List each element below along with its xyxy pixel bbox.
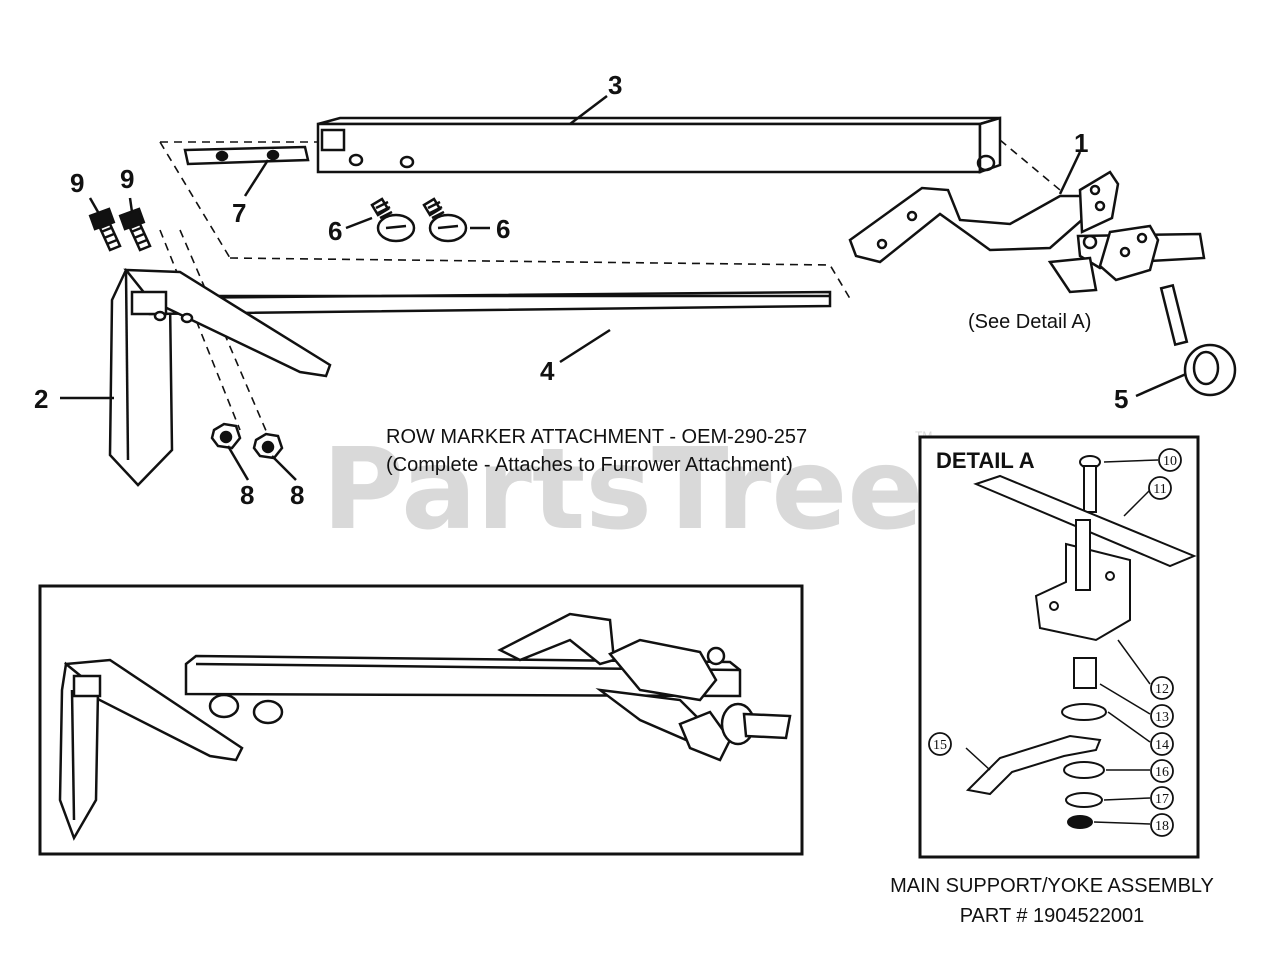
- detail-caption-title: MAIN SUPPORT/YOKE ASSEMBLY: [890, 875, 1214, 897]
- callout-1: 1: [1074, 128, 1088, 158]
- part-5-pin: [1159, 283, 1237, 397]
- diagram-subtitle: (Complete - Attaches to Furrower Attachm…: [386, 454, 793, 476]
- part-7-flat-bar: [183, 145, 310, 166]
- callout-5: 5: [1114, 384, 1128, 414]
- assembled-view: [38, 584, 804, 856]
- detail-callout-14: 14: [1155, 738, 1169, 753]
- part-8-nut-a: [210, 422, 242, 450]
- detail-callout-18: 18: [1155, 819, 1169, 834]
- detail-a-title: DETAIL A: [936, 448, 1035, 473]
- assembly-guides: [159, 139, 1061, 441]
- callout-8a: 8: [240, 480, 254, 510]
- detail-callout-13: 13: [1155, 710, 1169, 725]
- main-callouts: 3 1 2 4 5 6 6 7 8 8 9 9: [34, 70, 1128, 510]
- detail-callout-15: 15: [933, 738, 947, 753]
- detail-callout-11: 11: [1153, 482, 1166, 497]
- detail-callout-16: 16: [1155, 765, 1169, 780]
- see-detail-label: (See Detail A): [968, 311, 1091, 333]
- callout-7: 7: [232, 198, 246, 228]
- part-9-bolt-b: [118, 207, 152, 252]
- callout-6b: 6: [496, 214, 510, 244]
- part-9-bolt-a: [88, 207, 122, 252]
- diagram-title: ROW MARKER ATTACHMENT - OEM-290-257: [386, 426, 807, 448]
- part-2-marker-blade: [108, 268, 174, 487]
- detail-callout-10: 10: [1163, 454, 1177, 469]
- callout-6a: 6: [328, 216, 342, 246]
- part-6-thumb-screw-b: [422, 197, 468, 243]
- callout-4: 4: [540, 356, 555, 386]
- part-6-thumb-screw-a: [370, 197, 416, 243]
- callout-8b: 8: [290, 480, 304, 510]
- detail-a-panel: DETAIL A: [918, 435, 1200, 859]
- detail-callout-17: 17: [1155, 792, 1169, 807]
- callout-2: 2: [34, 384, 48, 414]
- callout-9a: 9: [70, 168, 84, 198]
- leader-lines: [60, 95, 1187, 481]
- callout-3: 3: [608, 70, 622, 100]
- callout-9b: 9: [120, 164, 134, 194]
- detail-caption-part-number: PART # 1904522001: [960, 905, 1145, 927]
- detail-callout-12: 12: [1155, 682, 1169, 697]
- watermark-logo: PartsTree: [322, 425, 923, 555]
- part-3-upper-tube: [316, 116, 1002, 174]
- part-1-main-support: [848, 170, 1206, 294]
- part-4-lower-tube: [123, 268, 832, 378]
- part-8-nut-b: [252, 432, 284, 460]
